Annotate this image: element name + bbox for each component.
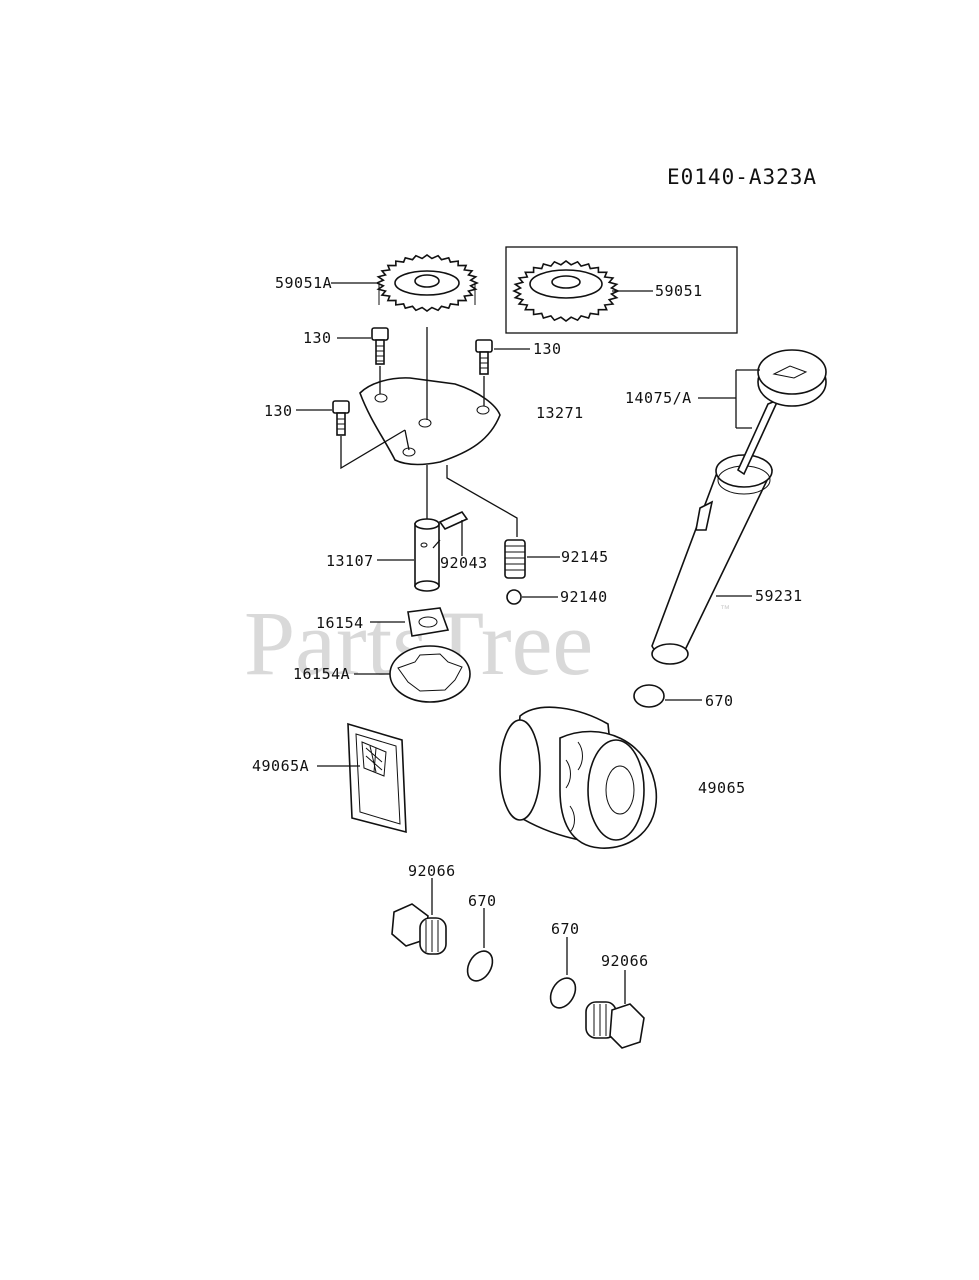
- rotor-16154[interactable]: [407, 607, 450, 637]
- oring-670-a[interactable]: [633, 684, 665, 708]
- label-16154a[interactable]: 16154A: [293, 665, 350, 683]
- label-49065[interactable]: 49065: [698, 779, 746, 797]
- label-670-a[interactable]: 670: [705, 692, 734, 710]
- label-13271[interactable]: 13271: [536, 404, 584, 422]
- gear-59051a[interactable]: [375, 254, 479, 312]
- label-59051[interactable]: 59051: [655, 282, 703, 300]
- label-92145[interactable]: 92145: [561, 548, 609, 566]
- oil-filter-49065[interactable]: [499, 706, 658, 849]
- alt-part-box: [505, 246, 738, 334]
- label-130-a[interactable]: 130: [303, 329, 332, 347]
- label-92066-b[interactable]: 92066: [601, 952, 649, 970]
- drain-plug-92066-a[interactable]: [391, 903, 447, 955]
- label-16154[interactable]: 16154: [316, 614, 364, 632]
- diagram-code: E0140-A323A: [667, 165, 817, 189]
- strainer-49065a[interactable]: [347, 722, 407, 834]
- label-670-b[interactable]: 670: [468, 892, 497, 910]
- label-92043[interactable]: 92043: [440, 554, 488, 572]
- label-92140[interactable]: 92140: [560, 588, 608, 606]
- label-13107[interactable]: 13107: [326, 552, 374, 570]
- label-59231[interactable]: 59231: [755, 587, 803, 605]
- label-49065a[interactable]: 49065A: [252, 757, 309, 775]
- gear-59051[interactable]: [512, 260, 620, 322]
- oil-tube-59231[interactable]: [651, 454, 773, 665]
- drain-plug-92066-b[interactable]: [585, 1001, 645, 1049]
- bolt-130-a[interactable]: [371, 327, 389, 365]
- label-130-c[interactable]: 130: [264, 402, 293, 420]
- bolt-130-b[interactable]: [475, 339, 493, 375]
- label-14075a[interactable]: 14075/A: [625, 389, 692, 407]
- dipstick-14075a[interactable]: [736, 349, 827, 476]
- ball-92140[interactable]: [506, 589, 522, 605]
- label-670-c[interactable]: 670: [551, 920, 580, 938]
- watermark-trademark: ™: [720, 604, 730, 615]
- label-130-b[interactable]: 130: [533, 340, 562, 358]
- rotor-16154a[interactable]: [389, 645, 471, 703]
- oring-670-b[interactable]: [462, 947, 497, 986]
- label-92066-a[interactable]: 92066: [408, 862, 456, 880]
- label-59051a[interactable]: 59051A: [275, 274, 332, 292]
- plate-13271[interactable]: [359, 377, 501, 466]
- oring-670-c[interactable]: [545, 974, 580, 1013]
- bolt-130-c[interactable]: [332, 400, 350, 436]
- shaft-13107[interactable]: [414, 518, 440, 592]
- pin-92043[interactable]: [438, 510, 469, 531]
- spring-92145[interactable]: [504, 539, 526, 579]
